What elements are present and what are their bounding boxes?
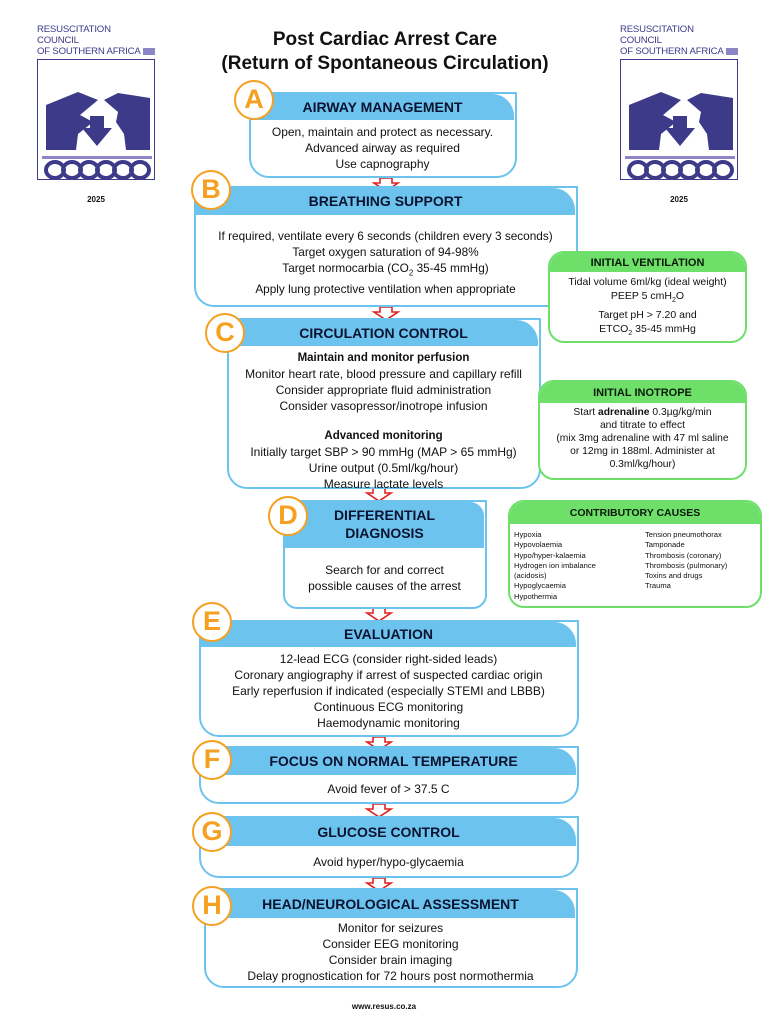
logo-year: 2025	[87, 195, 105, 204]
logo-bar	[142, 47, 155, 55]
step-letter-f: F	[192, 740, 232, 780]
logo-line1: RESUSCITATION COUNCIL	[37, 24, 111, 46]
logo-emblem	[37, 59, 155, 180]
list-item: Hypo/hyper-kalaemia	[514, 550, 586, 560]
inotrope-body: Start adrenaline 0.3µg/kg/min and titrat…	[556, 407, 729, 470]
section-body: Avoid hyper/hypo-glycaemia	[313, 855, 464, 869]
list-item: Thrombosis (coronary)	[645, 550, 722, 560]
section-temperature: FOCUS ON NORMAL TEMPERATURE Avoid fever …	[199, 746, 579, 804]
logo-year: 2025	[670, 195, 688, 204]
step-letter-h: H	[192, 886, 232, 926]
section-breathing: BREATHING SUPPORT If required, ventilate…	[194, 186, 578, 307]
section-body: 12-lead ECG (consider right-sided leads)…	[232, 652, 545, 730]
step-letter-b: B	[191, 170, 231, 210]
logo-line1: RESUSCITATION COUNCIL	[620, 24, 694, 46]
footer-url[interactable]: www.resus.co.za	[351, 1002, 417, 1011]
logo-emblem	[620, 59, 738, 180]
section-glucose: GLUCOSE CONTROL Avoid hyper/hypo-glycaem…	[199, 816, 579, 878]
section-heading: EVALUATION	[201, 622, 576, 647]
list-item: Toxins and drugs	[645, 571, 703, 581]
list-item: Hydrogen ion imbalance (acidosis)	[514, 560, 596, 581]
logo-bar	[725, 47, 738, 55]
list-item: Trauma	[645, 581, 671, 591]
initial-inotrope-box: INITIAL INOTROPE Start adrenaline 0.3µg/…	[538, 380, 747, 480]
section-circulation: CIRCULATION CONTROL Maintain and monitor…	[227, 318, 541, 491]
inotrope-heading: INITIAL INOTROPE	[540, 382, 745, 403]
list-item: Thrombosis (pulmonary)	[645, 560, 728, 570]
section-heading: GLUCOSE CONTROL	[201, 818, 576, 846]
list-item: Hypothermia	[514, 591, 558, 601]
list-item: Tension pneumothorax	[645, 530, 722, 539]
list-item: Hypovolaemia	[514, 540, 563, 550]
section-body: Monitor for seizures Consider EEG monito…	[247, 921, 534, 983]
step-letter-e: E	[192, 602, 232, 642]
causes-column-h: Hypoxia Hypovolaemia Hypo/hyper-kalaemia…	[514, 530, 625, 602]
logo-left: RESUSCITATION COUNCIL OF SOUTHERN AFRICA…	[37, 24, 155, 204]
step-letter-g: G	[192, 812, 232, 852]
list-item: Hypoxia	[514, 530, 542, 539]
section-neurological: HEAD/NEUROLOGICAL ASSESSMENT Monitor for…	[204, 888, 578, 988]
section-body: Maintain and monitor perfusion Monitor h…	[245, 352, 522, 491]
section-heading: FOCUS ON NORMAL TEMPERATURE	[201, 748, 576, 775]
ventilation-body: Tidal volume 6ml/kg (ideal weight) PEEP …	[568, 276, 727, 338]
section-body: Search for and correct possible causes o…	[308, 563, 461, 593]
causes-column-t: Tension pneumothorax Tamponade Thrombosi…	[625, 530, 756, 602]
section-heading: BREATHING SUPPORT	[196, 188, 575, 215]
causes-list: Hypoxia Hypovolaemia Hypo/hyper-kalaemia…	[510, 524, 760, 602]
step-letter-a: A	[234, 80, 274, 120]
section-evaluation: EVALUATION 12-lead ECG (consider right-s…	[199, 620, 579, 737]
title-line2: (Return of Spontaneous Circulation)	[221, 53, 549, 74]
section-heading: CIRCULATION CONTROL	[229, 320, 538, 346]
section-heading: HEAD/NEUROLOGICAL ASSESSMENT	[206, 890, 575, 918]
logo-line2: OF SOUTHERN AFRICA	[620, 46, 724, 57]
initial-ventilation-box: INITIAL VENTILATION Tidal volume 6ml/kg …	[548, 251, 747, 343]
page-title: Post Cardiac Arrest Care (Return of Spon…	[190, 28, 580, 76]
section-heading: AIRWAY MANAGEMENT	[251, 94, 514, 120]
logo-right: RESUSCITATION COUNCIL OF SOUTHERN AFRICA…	[620, 24, 738, 204]
ventilation-heading: INITIAL VENTILATION	[550, 253, 745, 272]
section-body: Avoid fever of > 37.5 C	[327, 782, 450, 796]
list-item: Tamponade	[645, 540, 685, 550]
section-heading: DIFFERENTIAL DIAGNOSIS	[285, 502, 484, 548]
list-item: Hypoglycaemia	[514, 581, 566, 591]
logo-line2: OF SOUTHERN AFRICA	[37, 46, 141, 57]
section-airway: AIRWAY MANAGEMENT Open, maintain and pro…	[249, 92, 517, 178]
contributory-causes-box: CONTRIBUTORY CAUSES Hypoxia Hypovolaemia…	[508, 500, 762, 608]
step-letter-c: C	[205, 313, 245, 353]
section-body: If required, ventilate every 6 seconds (…	[218, 229, 553, 297]
section-diagnosis: DIFFERENTIAL DIAGNOSIS Search for and co…	[283, 500, 487, 609]
title-line1: Post Cardiac Arrest Care	[272, 29, 498, 50]
step-letter-d: D	[268, 496, 308, 536]
causes-heading: CONTRIBUTORY CAUSES	[510, 502, 760, 524]
section-body: Open, maintain and protect as necessary.…	[271, 125, 494, 171]
